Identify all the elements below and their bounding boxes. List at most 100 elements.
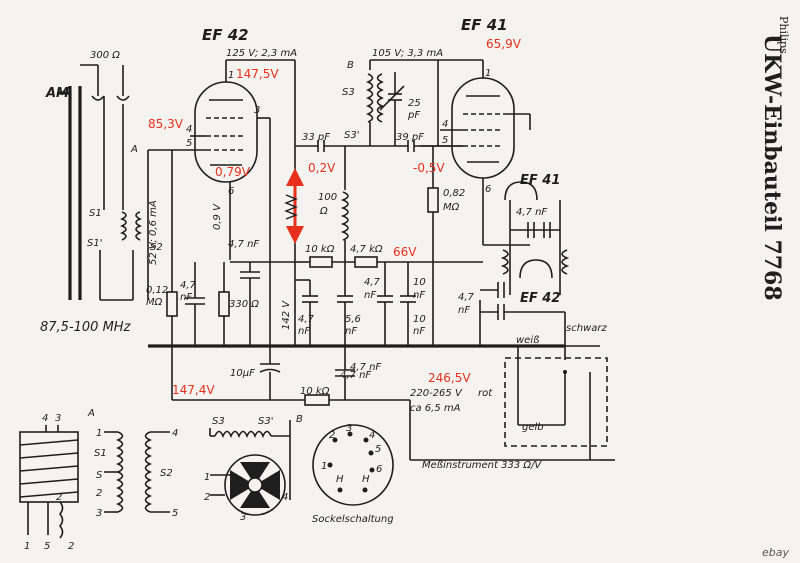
label-mid-v: 142 V xyxy=(281,300,292,330)
label-r082-unit: MΩ xyxy=(443,202,460,213)
label-c39p: 39 pF xyxy=(396,132,424,143)
label-c47n-d: 4,7 xyxy=(298,314,315,325)
label-s3p-b: S3' xyxy=(258,416,273,427)
measured-v3: 85,3V xyxy=(148,117,184,131)
supply-section xyxy=(171,300,600,461)
label-b-top: B xyxy=(347,60,354,71)
pin-b4: 4 xyxy=(172,428,178,439)
label-r10k-a: 10 kΩ xyxy=(305,244,335,255)
label-a-left: A xyxy=(130,144,138,155)
label-r100: 100 xyxy=(318,192,337,203)
measured-v2: 65,9V xyxy=(486,37,522,51)
socket-pin-6: 6 xyxy=(376,464,382,475)
label-r10k-b: 10 kΩ xyxy=(300,386,330,397)
label-ef42: EF 42 xyxy=(202,26,249,44)
label-c25p-unit: pF xyxy=(407,110,420,121)
measured-v4: 0,79V xyxy=(215,165,251,179)
socket-pin-5: 5 xyxy=(375,444,381,455)
pin-bot-5: 5 xyxy=(44,541,50,552)
label-c56n-unit: nF xyxy=(345,326,357,337)
label-weiss: weiß xyxy=(516,335,539,346)
pin-ef41-6: 6 xyxy=(485,184,491,195)
coil-detail-b xyxy=(209,420,291,516)
label-ef41-side: EF 41 xyxy=(520,173,560,188)
pin-bot-2b: 2 xyxy=(56,492,62,503)
pin-b3: 3 xyxy=(96,508,102,519)
measured-v7: 66V xyxy=(393,245,417,259)
tube-socket xyxy=(312,424,394,506)
label-c47n-c-unit: nF xyxy=(180,292,192,303)
label-c47n-e: 4,7 xyxy=(364,277,381,288)
label-am: AM xyxy=(45,86,69,101)
label-c10n-a: 10 xyxy=(413,277,426,288)
label-sockel: Sockelschaltung xyxy=(312,514,394,525)
pin-ef42-3: 3 xyxy=(254,105,260,116)
pin-b5: 5 xyxy=(172,508,178,519)
label-supply: 220-265 V xyxy=(410,388,463,399)
coil-detail-a xyxy=(19,425,170,539)
pin-ef42-1: 1 xyxy=(228,70,234,81)
label-r47k: 4,7 kΩ xyxy=(350,244,383,255)
pin-ef41-4: 4 xyxy=(442,119,448,130)
label-r47n-g: 4,7 nF xyxy=(516,207,547,218)
label-c47-side: 4,7 xyxy=(458,292,475,303)
measured-v5: 0,2V xyxy=(308,161,336,175)
label-r330: 330 Ω xyxy=(229,299,259,310)
decoupling-network xyxy=(166,150,483,345)
pin-ef41-5: 5 xyxy=(442,135,448,146)
label-ef41-anode: 105 V; 3,3 mA xyxy=(372,48,443,59)
pin-bot-1: 1 xyxy=(24,541,30,552)
label-gelb: gelb xyxy=(522,422,544,433)
label-schwarz: schwarz xyxy=(566,323,607,334)
label-r012-unit: MΩ xyxy=(146,297,163,308)
label-c47n-d-unit: nF xyxy=(298,326,310,337)
pin-bot-2: 2 xyxy=(68,541,74,552)
tube-ef41 xyxy=(420,60,531,245)
label-c25p: 25 xyxy=(408,98,421,109)
label-supply-color: rot xyxy=(478,388,493,399)
pin-ef42-6: 6 xyxy=(228,186,234,197)
label-c47n-b: 4,7 nF xyxy=(340,370,371,381)
label-c47-side-unit: nF xyxy=(458,305,470,316)
pin-ef41-1: 1 xyxy=(485,68,491,79)
label-c56n: 5,6 xyxy=(345,314,361,325)
label-freq: 87,5-100 MHz xyxy=(40,320,132,335)
measured-v8: 147,4V xyxy=(172,383,215,397)
pin-sw-3: 3 xyxy=(240,512,246,523)
watermark: ebay xyxy=(762,546,789,559)
socket-pin-h2: H xyxy=(362,474,370,485)
label-c10n-b: 10 xyxy=(413,314,426,325)
label-s1: S1 xyxy=(89,208,102,219)
label-c47n-f: 4,7 nF xyxy=(350,362,381,373)
side-title: UKW-Einbauteil 7768 xyxy=(759,34,785,301)
label-s3-b: S3 xyxy=(212,416,225,427)
label-supply-current: ca 6,5 mA xyxy=(410,403,461,414)
label-s2-b: S2 xyxy=(160,468,173,479)
label-cathode-v: 0,9 V xyxy=(212,203,223,230)
bandfilter-b xyxy=(294,59,483,262)
label-s3: S3 xyxy=(342,87,355,98)
label-c33p: 33 pF xyxy=(302,132,330,143)
label-c47n-e-unit: nF xyxy=(364,290,376,301)
label-r300: 300 Ω xyxy=(90,50,120,61)
label-s3p: S3' xyxy=(344,130,359,141)
tube-ef42 xyxy=(185,59,295,262)
socket-pin-4: 4 xyxy=(369,430,375,441)
pin-sw-1: 1 xyxy=(204,472,210,483)
label-r012: 0,12 xyxy=(146,285,168,296)
label-meter: Meßinstrument 333 Ω/V xyxy=(422,460,542,471)
pin-b2: 2 xyxy=(96,488,102,499)
label-c47n-c: 4,7 xyxy=(180,280,197,291)
socket-pin-3: 3 xyxy=(346,423,352,434)
measurement-arrow xyxy=(284,168,304,244)
pin-ef42-4: 4 xyxy=(186,124,192,135)
measured-v9: 246,5V xyxy=(428,371,471,385)
label-ef41: EF 41 xyxy=(461,16,508,34)
meter-connector xyxy=(504,345,615,461)
pin-sw-4: 4 xyxy=(282,492,288,503)
label-c10n-b-unit: nF xyxy=(413,326,425,337)
pin-ef42-5: 5 xyxy=(186,138,192,149)
label-s2: S2 xyxy=(150,242,163,253)
